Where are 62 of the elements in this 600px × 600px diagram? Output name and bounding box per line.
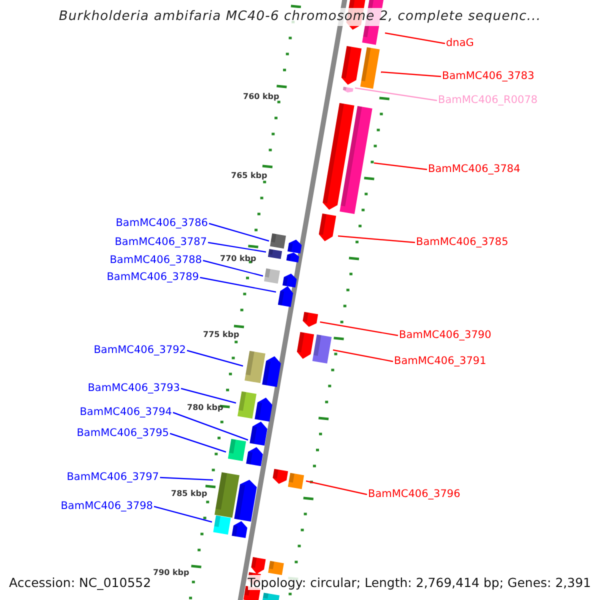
gene-label: BamMC406_3790 — [399, 329, 492, 342]
leader-line — [172, 412, 248, 441]
leader-line — [306, 480, 368, 496]
gene-block — [277, 285, 295, 307]
gene-label: BamMC406_3792 — [94, 344, 186, 357]
gene-block — [214, 472, 258, 522]
leader-line — [186, 350, 244, 367]
gene-label: BamMC406_3797 — [66, 471, 159, 484]
leader-line — [170, 432, 226, 453]
leader-line — [200, 276, 276, 293]
leader-line — [202, 260, 264, 277]
gene-block — [227, 438, 264, 467]
gene-label: BamMC406_3795 — [76, 427, 169, 440]
scale-tick-label: 760 kbp — [243, 92, 280, 102]
leader-line — [320, 321, 398, 336]
gene-block — [271, 468, 305, 490]
leader-line — [154, 506, 212, 523]
gene-label: BamMC406_3785 — [416, 236, 508, 249]
gene-label: BamMC406_3786 — [116, 217, 208, 230]
gene-block — [295, 332, 332, 364]
gene-block — [213, 515, 249, 539]
gene-block — [317, 213, 337, 243]
leader-line — [180, 388, 236, 404]
gene-label: BamMC406_3798 — [60, 500, 153, 513]
scale-tick-label: 790 kbp — [153, 568, 190, 578]
gene-label: BamMC406_3793 — [88, 382, 180, 395]
gene-block — [270, 233, 303, 254]
gene-label: BamMC406_3787 — [114, 236, 207, 249]
gene-label: BamMC406_3789 — [106, 271, 199, 284]
gene-block — [301, 311, 319, 329]
leader-line — [374, 162, 428, 170]
gene-block — [249, 420, 269, 446]
gene-block — [264, 268, 298, 288]
footer-text: Topology: circular; Length: 2,769,414 bp; Genes: 2,391 — [248, 575, 591, 590]
leader-line — [160, 476, 214, 481]
gene-label: BamMC406_3783 — [442, 70, 534, 83]
scale-tick-label: 765 kbp — [231, 171, 268, 181]
gene-label: BamMC406_3794 — [80, 406, 172, 419]
leader-line — [208, 242, 266, 253]
gene-label: BamMC406_3791 — [394, 355, 486, 368]
gene-label: BamMC406_3784 — [428, 163, 520, 176]
gene-label: BamMC406_3788 — [110, 254, 202, 267]
leader-line — [332, 349, 394, 362]
gene-label: BamMC406_R0078 — [438, 94, 538, 107]
gene-block — [237, 391, 274, 422]
gene-label: dnaG — [446, 37, 474, 50]
scale-tick-label: 775 kbp — [203, 330, 240, 340]
gene-block — [321, 102, 373, 215]
gene-block — [244, 350, 282, 388]
leader-line — [208, 222, 270, 242]
gene-block — [342, 86, 354, 94]
leader-line — [380, 71, 442, 78]
gene-label: BamMC406_3796 — [368, 488, 460, 501]
leader-line — [338, 235, 416, 244]
gene-block — [267, 248, 300, 263]
gene-block — [340, 46, 380, 89]
footer-text: Accession: NC_010552 — [9, 575, 152, 590]
scale-tick-label: 770 kbp — [220, 254, 256, 264]
scale-tick-label: 785 kbp — [171, 489, 208, 499]
leader-line — [354, 87, 438, 102]
scale-tick-label: 780 kbp — [187, 403, 224, 413]
leader-line — [384, 32, 446, 44]
